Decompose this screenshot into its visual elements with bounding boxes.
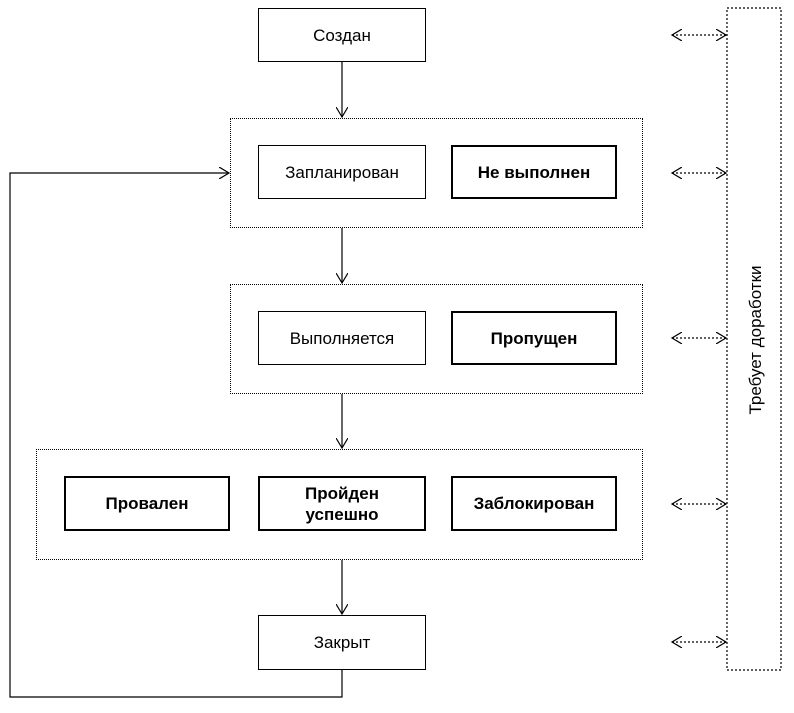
state-blocked: Заблокирован: [451, 476, 617, 531]
state-closed: Закрыт: [258, 615, 426, 670]
arrow-closed-to-planned: [9, 173, 343, 698]
state-passed-label: Пройден успешно: [305, 483, 379, 524]
state-blocked-label: Заблокирован: [473, 494, 595, 513]
rework-label: Требует доработки: [746, 265, 765, 415]
state-in-progress-label: Выполняется: [289, 328, 395, 348]
state-not-done: Не выполнен: [451, 145, 617, 199]
state-planned-label: Запланирован: [285, 162, 399, 182]
group-results: [36, 449, 643, 560]
rework-panel: [726, 7, 782, 671]
state-in-progress: Выполняется: [258, 311, 426, 365]
state-failed: Провален: [64, 476, 230, 531]
state-skipped-label: Пропущен: [490, 328, 578, 348]
state-closed-label: Закрыт: [313, 633, 371, 652]
state-failed-label: Провален: [105, 494, 189, 513]
state-skipped: Пропущен: [451, 311, 617, 365]
state-planned: Запланирован: [258, 145, 426, 199]
group-planned: [230, 118, 643, 228]
group-in-progress: [230, 284, 643, 394]
state-created-label: Создан: [313, 25, 371, 45]
state-not-done-label: Не выполнен: [477, 162, 591, 182]
state-passed: Пройден успешно: [258, 476, 426, 531]
state-created: Создан: [258, 8, 426, 62]
